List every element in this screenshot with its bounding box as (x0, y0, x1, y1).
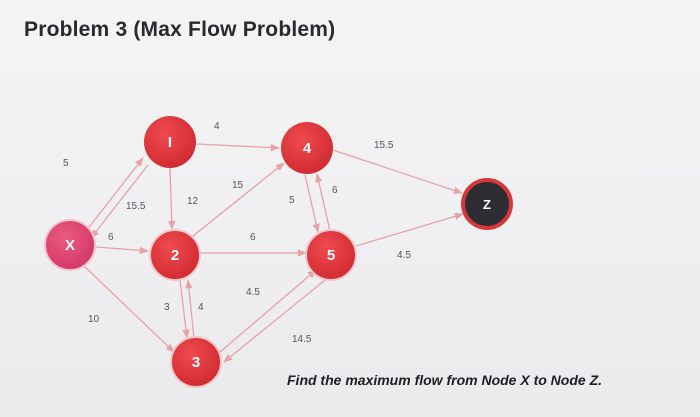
edge-4-5 (304, 174, 320, 233)
capacity-label: 12 (187, 196, 199, 207)
edge-5-4 (315, 173, 331, 232)
edge-5-z (355, 212, 464, 247)
node-1: I (144, 116, 196, 168)
node-label: X (65, 237, 75, 254)
capacity-label: 14.5 (292, 334, 312, 345)
capacity-labels: 6 15.5 10 4 12 15 6 3 4 4.5 14.5 5 6 15.… (63, 121, 411, 345)
problem-title: Problem 3 (Max Flow Problem) (24, 18, 336, 41)
node-label: 2 (171, 247, 179, 264)
edge-5-3 (223, 275, 331, 363)
edge-3-2 (185, 279, 195, 339)
edge-2-4 (192, 162, 285, 237)
node-4: 4 (281, 122, 333, 174)
capacity-label: 4.5 (397, 250, 411, 261)
capacity-label: 5 (289, 195, 295, 206)
edge-4-z (332, 149, 463, 194)
capacity-label: 10 (88, 314, 100, 325)
edge-2-3 (179, 279, 190, 339)
edges-group (83, 143, 464, 363)
node-z: Z (461, 178, 513, 230)
edge-1-x (90, 164, 149, 239)
capacity-label: 6 (332, 185, 338, 196)
edge-x-2 (95, 246, 149, 255)
capacity-label: 15.5 (126, 201, 146, 212)
capacity-label: 15.5 (374, 140, 394, 151)
stray-mark: 5 (63, 158, 69, 169)
capacity-label: 6 (250, 232, 256, 243)
node-label: Z (483, 197, 491, 212)
capacity-label: 4.5 (246, 287, 260, 298)
node-label: 3 (192, 354, 200, 371)
capacity-label: 4 (214, 121, 220, 132)
edge-x-1 (85, 157, 144, 232)
edge-x-3 (83, 265, 175, 353)
node-3: 3 (170, 336, 222, 388)
node-x: X (44, 219, 96, 271)
edge-3-4 (219, 269, 317, 353)
edge-1-4 (196, 143, 280, 152)
node-label: 5 (327, 247, 335, 264)
node-label: 4 (303, 140, 312, 157)
capacity-label: 3 (164, 302, 170, 313)
question-text: Find the maximum flow from Node X to Nod… (287, 372, 603, 388)
node-label: I (168, 134, 172, 151)
edge-1-2 (168, 167, 176, 230)
node-5: 5 (305, 229, 357, 281)
node-2: 2 (149, 229, 201, 281)
capacity-label: 15 (232, 180, 244, 191)
capacity-label: 6 (108, 232, 114, 243)
capacity-label: 4 (198, 302, 204, 313)
